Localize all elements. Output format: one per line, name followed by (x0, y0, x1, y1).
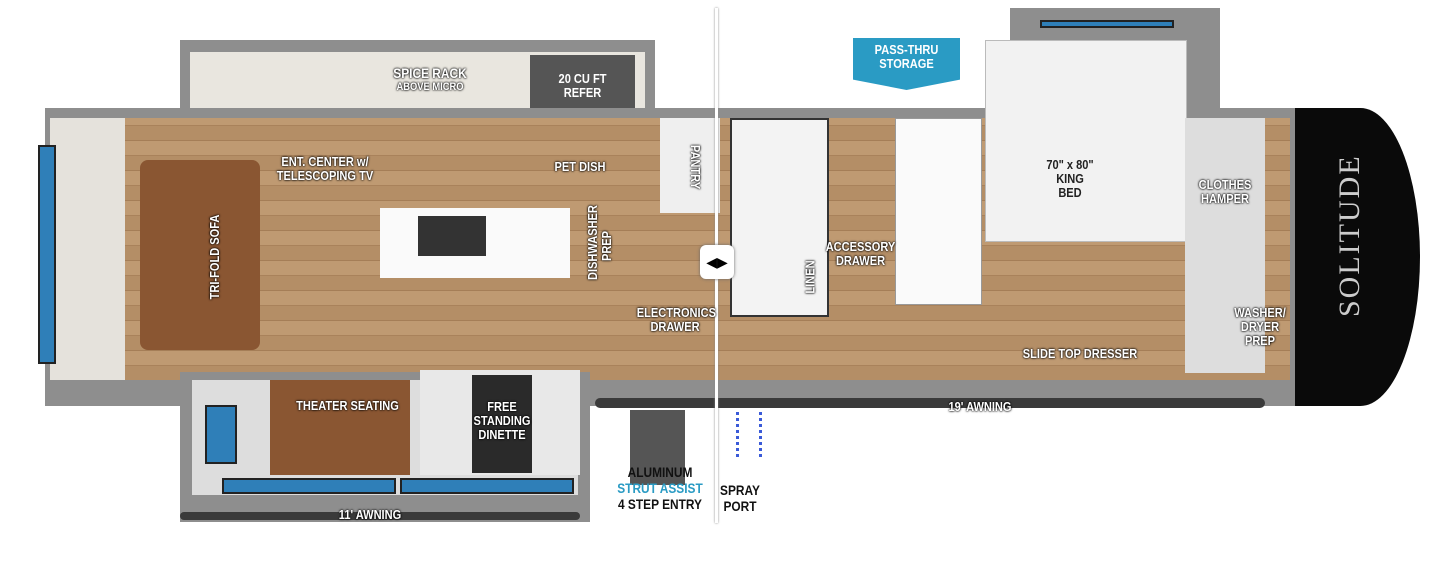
window (205, 405, 237, 464)
sofa-label: TRI-FOLD SOFA (207, 214, 222, 300)
linen-label: LINEN (802, 260, 818, 294)
king-bed (985, 40, 1187, 242)
front-cap (1285, 108, 1420, 406)
theater-seating (270, 380, 410, 475)
awning-19 (595, 398, 1265, 408)
pantry-label: PANTRY (688, 144, 703, 190)
pet-dish-label: PET DISH (554, 159, 606, 174)
dresser-label: SLIDE TOP DRESSER (1022, 346, 1138, 361)
awning-19-label: 19' AWNING (948, 399, 1012, 414)
front-closet (1185, 118, 1265, 373)
window (1040, 20, 1174, 28)
left-right-arrows-icon: ◀▶ (706, 254, 728, 270)
bathroom (730, 118, 829, 317)
spray-hose-icon (736, 412, 762, 457)
logo-text: SOLITUDE (1333, 154, 1366, 317)
theater-label: THEATER SEATING (296, 398, 399, 413)
tri-fold-sofa (140, 160, 260, 350)
awning-11 (180, 512, 580, 520)
sink (418, 216, 486, 256)
ent-center-label: ENT. CENTER w/TELESCOPING TV (276, 154, 374, 183)
rear-window (38, 145, 56, 364)
window (400, 478, 574, 494)
pantry (660, 118, 720, 213)
refrigerator (530, 55, 635, 117)
solitude-logo: SOLITUDE (1333, 154, 1367, 317)
window (222, 478, 396, 494)
entry-steps (630, 410, 685, 485)
vanity (895, 118, 982, 305)
pass-thru-storage-banner (853, 38, 960, 90)
rear-cabinets (50, 118, 125, 380)
awning-11-label: 11' AWNING (338, 507, 402, 522)
dinette-table (472, 375, 532, 473)
split-toggle-button[interactable]: ◀▶ (700, 245, 734, 279)
